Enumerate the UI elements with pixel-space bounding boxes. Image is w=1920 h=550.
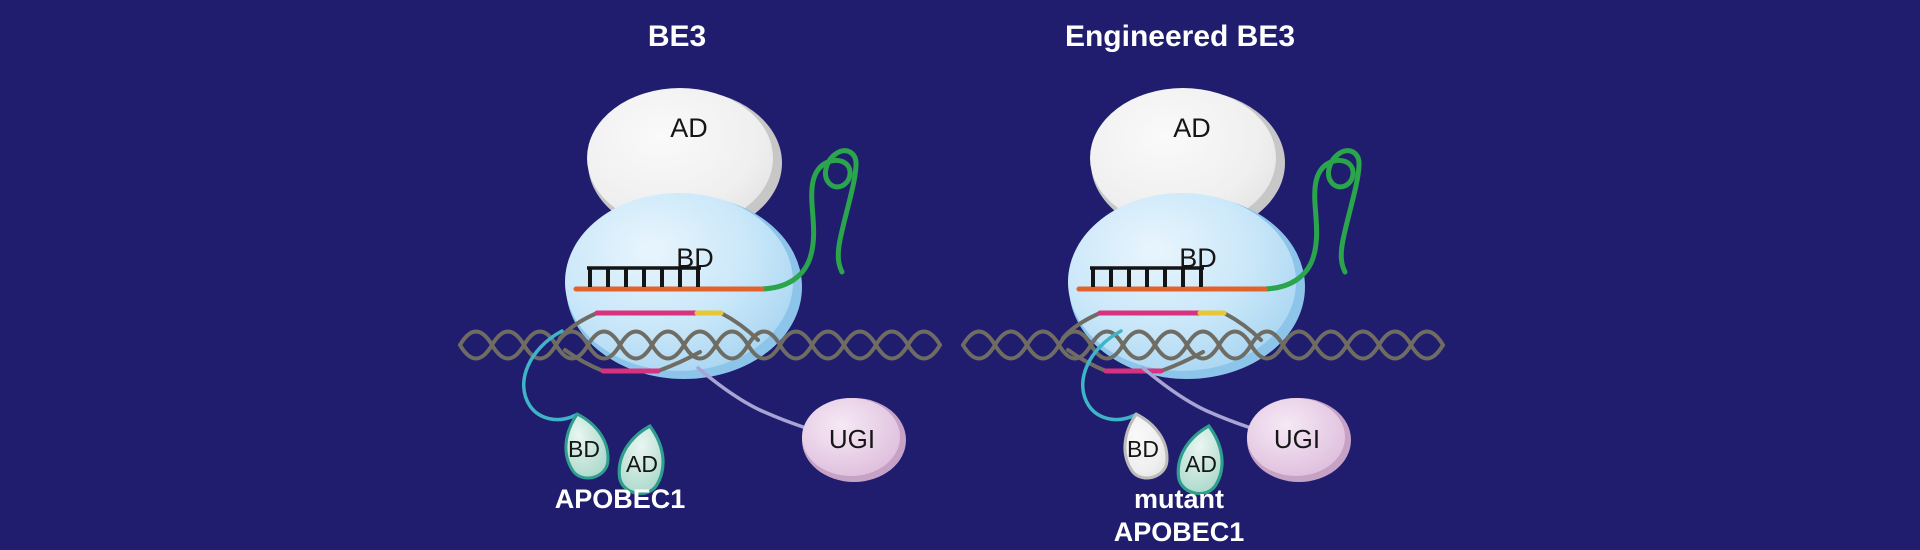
ugi-label: UGI: [829, 424, 875, 454]
panel-title: Engineered BE3: [1065, 20, 1295, 53]
ugi-linker: [1141, 366, 1253, 430]
dna-rloop-connector-lower-right: [1159, 350, 1205, 373]
apobec-ad-lobe: [1176, 423, 1224, 496]
apobec-bd-label: BD: [568, 436, 600, 462]
dna-rloop-connector-upper-right: [1222, 311, 1263, 342]
ugi-group: UGI: [1141, 366, 1351, 482]
apobec-linker: [1080, 329, 1137, 422]
apobec-group: BD AD APOBEC1: [521, 329, 686, 514]
dna-strand-1: [458, 329, 942, 361]
apobec-bd-label: BD: [1127, 436, 1159, 462]
dna-strand-2: [961, 329, 1445, 361]
dna-rloop-connector-lower-right: [656, 350, 702, 373]
base-pair-ticks: [1091, 268, 1203, 287]
dna-rloop-connector-upper-left: [558, 311, 599, 340]
ad-domain-ellipse: [1090, 88, 1276, 228]
apobec-ad-lobe: [617, 423, 665, 496]
ugi-label: UGI: [1274, 424, 1320, 454]
apobec-ad-label: AD: [626, 451, 658, 477]
dna-rloop-connector-upper-left: [1061, 311, 1102, 340]
apobec-linker: [521, 329, 578, 422]
ad-domain-label: AD: [1173, 113, 1211, 143]
panel-be3: BE3 AD BD BD AD APOBEC1: [458, 20, 942, 514]
sgrna-scaffold-loop: [759, 148, 859, 292]
dna-strand-2: [458, 329, 942, 361]
dna-rloop-connector-lower-left: [1066, 348, 1108, 373]
dna-strand-1: [961, 329, 1445, 361]
dna-rloop-connector-lower-left: [563, 348, 605, 373]
ugi-ellipse: [1247, 398, 1345, 476]
apobec-group: BD AD mutant APOBEC1: [1080, 329, 1245, 547]
ad-domain-label: AD: [670, 113, 708, 143]
apobec-ad-label: AD: [1185, 451, 1217, 477]
apobec-bd-lobe: [564, 412, 610, 480]
ad-domain-ellipse: [587, 88, 773, 228]
ugi-group: UGI: [696, 366, 906, 482]
ugi-linker: [696, 366, 808, 430]
panel-engineered-be3: Engineered BE3 AD BD BD AD: [961, 20, 1445, 547]
ugi-ellipse: [802, 398, 900, 476]
apobec-caption-line1: APOBEC1: [555, 484, 686, 514]
base-pair-ticks: [588, 268, 700, 287]
sgrna-scaffold-loop: [1262, 148, 1362, 292]
dna-rloop-connector-upper-right: [719, 311, 760, 342]
apobec-caption-line1: mutant: [1134, 484, 1224, 514]
apobec-bd-lobe: [1123, 412, 1169, 480]
panel-title: BE3: [648, 20, 706, 53]
apobec-caption-line2: APOBEC1: [1114, 517, 1245, 547]
